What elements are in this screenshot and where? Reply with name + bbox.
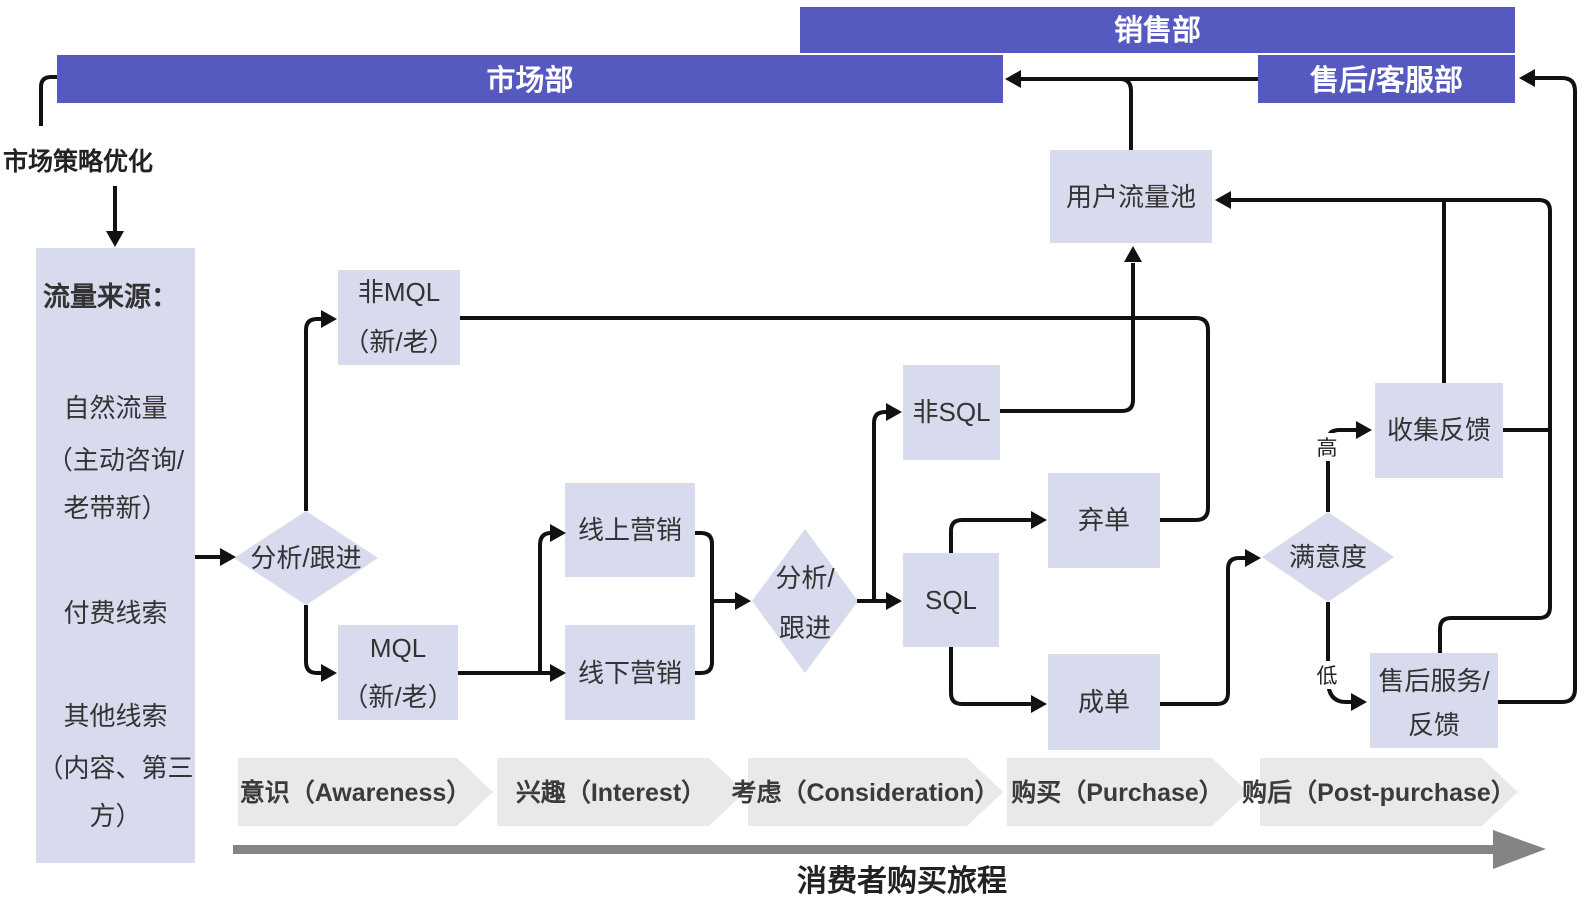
aftersales-to-service-connector [1498,76,1577,704]
journey-title: 消费者购买旅程 [797,865,1007,898]
abandoned-order-label: 弃单 [1078,505,1130,535]
traffic-source-item: 付费线索 [63,598,167,628]
abandoned-order-node [1048,473,1160,568]
nonmql-to-abandoned-connector [460,316,1210,522]
stage-post-purchase-chevron [1260,758,1518,826]
sql-to-abandoned-connector [949,518,1033,553]
stage-purchase-chevron [1007,758,1248,826]
closed-to-satisfaction-arrowhead-icon [1245,549,1261,567]
sql-label: SQL [925,585,977,615]
traffic-source-item: 自然流量 [63,393,167,423]
aftersales-to-service-arrowhead-icon [1519,69,1535,87]
sql-to-abandoned-arrowhead-icon [1031,511,1047,529]
traffic-source-item: 其他线索 [63,701,167,731]
pool-to-marketing-connector [1020,77,1258,150]
stage-purchase-label: 购买（Purchase） [1011,778,1224,807]
journey-arrow-bar [233,845,1493,854]
merge-to-analyze2-arrowhead-icon [735,592,751,610]
traffic-source-item: （内容、第三 [37,753,193,783]
analyze-follow-1-label: 分析/跟进 [250,543,361,573]
feedback-trunk-to-pool-arrowhead-icon [1215,191,1231,209]
offline-marketing-label: 线下营销 [578,658,682,688]
analyze1-to-mql-connector [304,605,323,675]
satisfaction-label: 满意度 [1289,542,1367,572]
non-sql-label: 非SQL [912,397,990,427]
online-marketing-label: 线上营销 [578,515,682,545]
source-to-analyze1-arrowhead-icon [220,548,236,566]
analyze2-to-sql-arrowhead-icon [886,592,902,610]
stage-consideration-chevron [748,758,1003,826]
sql-node [903,553,999,647]
pool-to-marketing-arrowhead-icon [1005,70,1021,88]
analyze-follow-1-decision [234,511,378,605]
collect-feedback-node [1375,383,1503,478]
dept-sales-banner [800,7,1515,53]
nonsql-to-pool-arrowhead-icon [1124,246,1142,262]
sql-to-closed-connector [949,647,1033,706]
user-traffic-pool-label: 用户流量池 [1066,182,1196,212]
mql-to-offline-arrowhead-icon [550,664,566,682]
sql-to-closed-arrowhead-icon [1031,695,1047,713]
analyze1-to-mql-arrowhead-icon [321,664,337,682]
dept-marketing-label: 市场部 [486,63,573,97]
stage-interest-chevron [497,758,745,826]
analyze-follow-2-label: 分析/ [775,563,835,593]
traffic-source-node [36,248,195,863]
analyze1-to-nonmql-arrowhead-icon [321,310,337,328]
non-sql-node [903,365,1000,460]
traffic-source-item: （主动咨询/ [47,445,185,475]
stage-post-purchase-label: 购后（Post-purchase） [1242,778,1516,807]
online-marketing-node [565,483,695,577]
dept-marketing-banner [57,55,1003,103]
branch-to-online-connector [538,531,552,673]
aftersales-feedback-node [1370,653,1498,748]
label-high-backing [1313,433,1341,461]
journey-arrowhead-icon [1493,830,1546,869]
mql-label: （新/老） [342,682,453,712]
analyze-follow-2-label: 跟进 [779,613,831,643]
traffic-source-title: 流量来源： [43,282,178,312]
satisfaction-decision [1262,512,1394,602]
collect-feedback-label: 收集反馈 [1387,415,1491,445]
branch-to-online-arrowhead-icon [550,524,566,542]
non-mql-label: 非MQL [358,277,440,307]
dept-service-banner [1258,55,1515,103]
traffic-source-item: 方） [89,801,141,831]
satisfaction-high-to-collect-arrowhead-icon [1356,421,1372,439]
aftersales-feedback-label: 售后服务/ [1378,666,1490,696]
traffic-source-item: 老带新） [63,493,167,523]
mql-label: MQL [370,633,426,663]
strategy-to-source-arrowhead-icon [106,231,124,247]
stage-consideration-label: 考虑（Consideration） [731,778,999,807]
nonsql-to-pool-connector [1000,263,1135,413]
satisfaction-low-to-aftersales-arrowhead-icon [1351,693,1367,711]
analyze2-to-nonsql-arrowhead-icon [886,403,902,421]
stage-awareness-chevron [238,758,493,826]
label-low-backing [1313,661,1341,689]
dept-service-label: 售后/客服部 [1310,63,1463,97]
stage-interest-label: 兴趣（Interest） [516,778,706,807]
analyze2-to-nonsql-connector [872,410,888,601]
closed-order-label: 成单 [1078,687,1130,717]
dept-sales-label: 销售部 [1114,13,1201,47]
non-mql-node [338,270,460,365]
mql-node [338,625,458,720]
analyze-follow-2-decision [752,529,858,673]
aftersales-feedback-label: 反馈 [1408,710,1460,740]
marketing-to-strategy-bracket-connector [39,75,57,126]
closed-to-satisfaction-connector [1160,556,1248,706]
feedback-trunk-to-pool-connector [1229,198,1552,653]
stage-awareness-label: 意识（Awareness） [240,778,472,807]
offline-to-analyze2-connector [695,601,714,675]
label-high: 高 [1317,437,1338,460]
closed-order-node [1048,654,1160,750]
label-low: 低 [1317,665,1338,688]
analyze1-to-nonmql-connector [304,317,323,511]
offline-marketing-node [565,625,695,720]
user-traffic-pool-node [1050,150,1212,243]
non-mql-label: （新/老） [343,327,454,357]
marketing-strategy-optimization: 市场策略优化 [3,147,153,176]
online-to-analyze2-connector [695,531,714,601]
